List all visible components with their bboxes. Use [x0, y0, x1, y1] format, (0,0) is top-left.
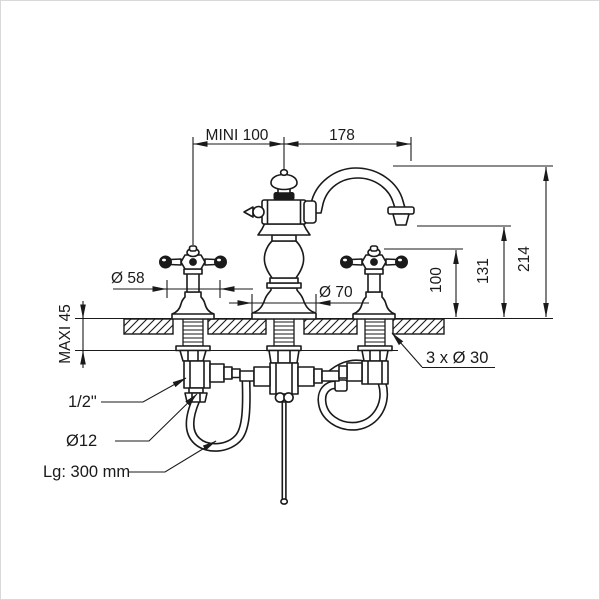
- drain-rod: [280, 401, 289, 505]
- right-valve-body: [338, 360, 389, 385]
- center-tee-body: [253, 362, 323, 403]
- right-handle: [339, 245, 409, 320]
- center-shank: [266, 316, 302, 364]
- dim-label-dia-70: Ø 70: [319, 284, 353, 301]
- dim-right-heights: 214 131 100: [384, 165, 553, 318]
- dim-label-100: 100: [428, 267, 445, 293]
- dim-label-maxi-45: MAXI 45: [57, 304, 74, 363]
- top-knob: [270, 168, 298, 194]
- left-finial: [243, 205, 265, 219]
- left-valve-body: [183, 360, 241, 403]
- label-hose-diameter: Ø12: [66, 393, 198, 450]
- left-bridge-pipe: [239, 370, 255, 382]
- dim-label-178: 178: [329, 127, 355, 144]
- right-bridge-pipe: [321, 370, 340, 382]
- left-handle: [158, 245, 228, 320]
- dim-counter-thickness: MAXI 45: [57, 301, 86, 368]
- label-3x-dia-30: 3 x Ø 30: [426, 349, 488, 367]
- dim-label-dia-58: Ø 58: [111, 270, 145, 287]
- spout-outlet-flange: [387, 206, 415, 215]
- dim-label-131: 131: [475, 258, 492, 284]
- label-lg-300: Lg: 300 mm: [43, 463, 130, 481]
- countertop: [75, 317, 553, 335]
- label-connection: 1/2": [68, 377, 187, 411]
- dim-label-mini-100: MINI 100: [206, 127, 269, 144]
- label-mounting-holes: 3 x Ø 30: [391, 332, 495, 369]
- dimensions: MINI 100 178 214 131 100: [43, 127, 553, 481]
- left-shank: [175, 316, 211, 362]
- spout-root-collar: [303, 200, 317, 224]
- dim-base-diameter: Ø 70: [229, 284, 369, 312]
- spout-column: [243, 167, 415, 320]
- under-counter-plumbing: [175, 316, 393, 505]
- spout-outlet-tip: [392, 213, 410, 226]
- supply-hose-left: [185, 379, 251, 452]
- label-half-inch: 1/2": [68, 393, 97, 411]
- right-shank: [357, 316, 393, 362]
- label-dia-12: Ø12: [66, 432, 97, 450]
- dim-top-chain: MINI 100 178: [192, 127, 412, 245]
- dim-label-214: 214: [516, 246, 533, 272]
- dim-handle-diameter: Ø 58: [111, 270, 253, 298]
- label-hose-length: Lg: 300 mm: [43, 440, 217, 481]
